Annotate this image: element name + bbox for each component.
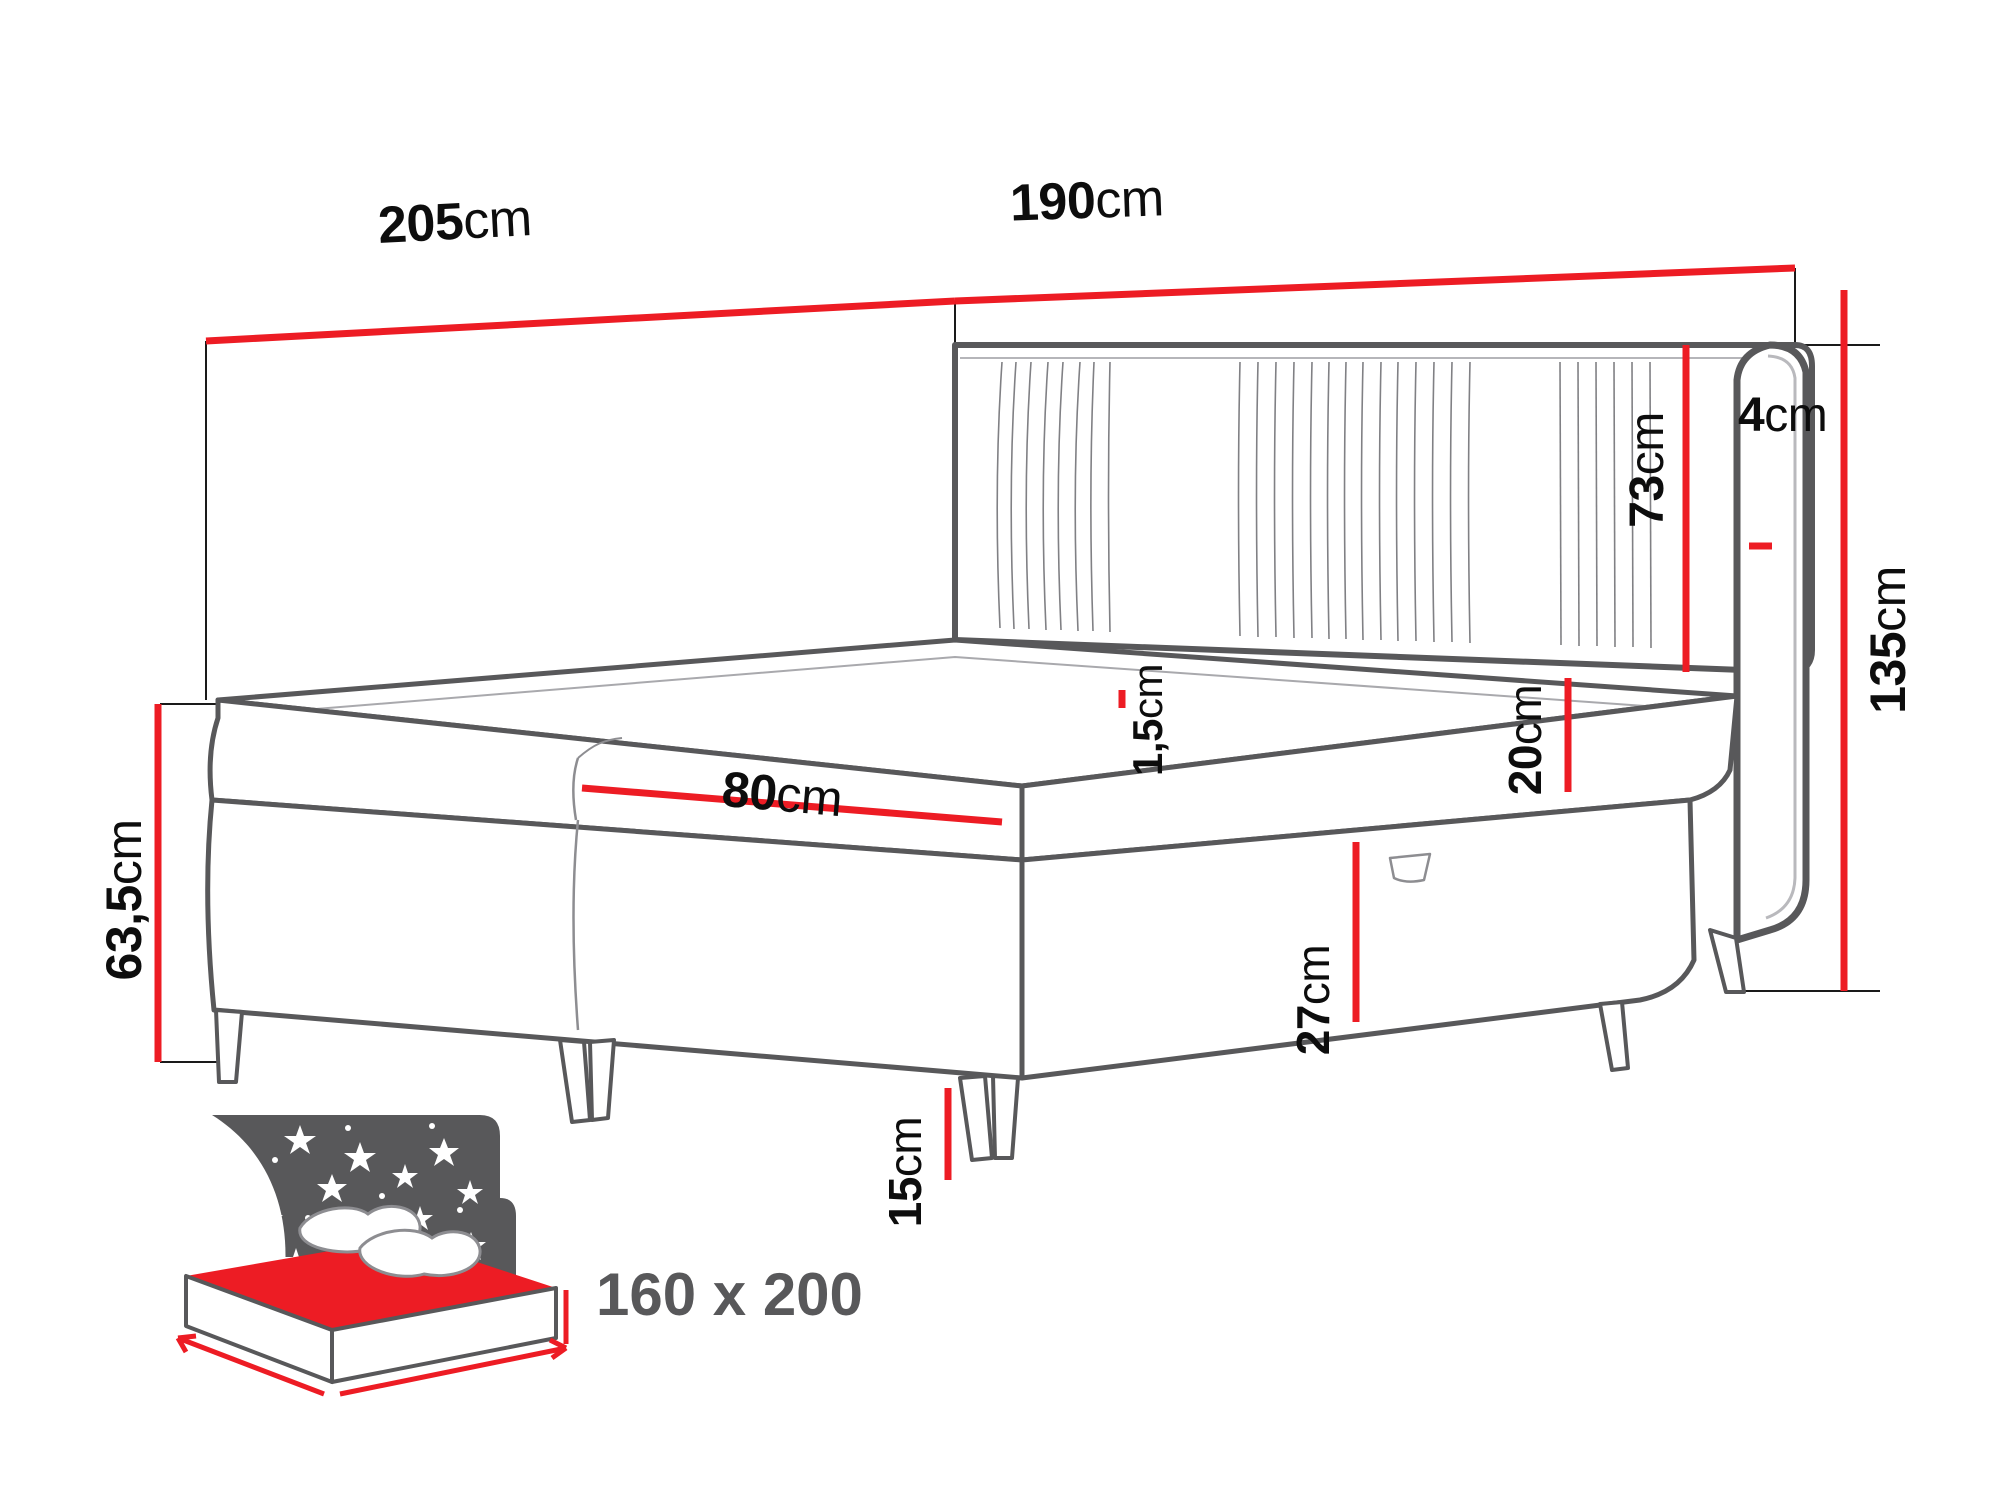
mattress-size-arrows bbox=[175, 1290, 569, 1397]
mattress-size-label: 160 x 200 bbox=[596, 1261, 863, 1328]
extension-lines bbox=[160, 268, 1880, 1070]
pillow-front-icon bbox=[358, 1228, 482, 1278]
dimension-label-4: 4cm bbox=[1738, 389, 1828, 442]
base-split-line bbox=[572, 819, 580, 1031]
leg-front-mid bbox=[558, 1038, 616, 1124]
dimline-205 bbox=[205, 297, 956, 345]
dimline-190 bbox=[954, 264, 1796, 305]
leg-front-left bbox=[214, 1008, 244, 1084]
leg-rear-right bbox=[1598, 1000, 1630, 1072]
headboard-side-slab bbox=[1733, 341, 1810, 944]
base-front-face bbox=[205, 797, 1025, 1081]
headboard-pleats-right bbox=[1237, 361, 1652, 649]
drawer-handle-icon bbox=[1388, 852, 1432, 883]
headboard-side-inner bbox=[1765, 354, 1797, 920]
mattress-split-curve bbox=[577, 737, 623, 759]
dimension-lines-red bbox=[154, 264, 1848, 1180]
headboard-pleats-left bbox=[996, 361, 1111, 633]
mattress-night-icon bbox=[175, 1115, 569, 1397]
mattress-right-side bbox=[330, 1286, 558, 1384]
leg-headboard-side bbox=[1708, 928, 1746, 994]
leg-corner-center bbox=[958, 1074, 1020, 1162]
dimline-80 bbox=[581, 784, 1003, 826]
moon-crescent-icon bbox=[212, 1115, 286, 1282]
mattress-topper-seam bbox=[229, 655, 1731, 717]
mattress-split-line bbox=[572, 757, 580, 821]
